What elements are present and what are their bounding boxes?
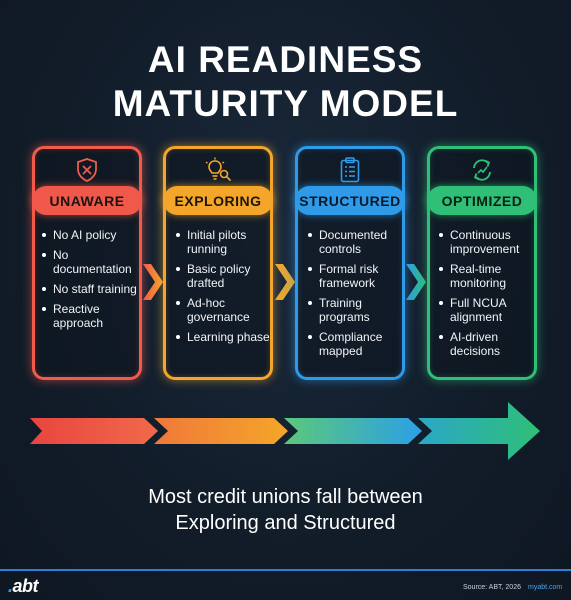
stage-label-text: UNAWARE <box>49 192 125 209</box>
list-item: Initial pilots running <box>174 228 272 256</box>
chevron-right-icon <box>143 264 163 300</box>
source-text: Source: ABT, 2026 <box>463 584 521 591</box>
stage-list-optimized: Continuous improvement Real-time monitor… <box>437 228 537 364</box>
arrow-segment-unaware <box>30 418 158 444</box>
abt-logo: .abt <box>8 576 39 596</box>
stage-label-unaware: UNAWARE <box>32 186 142 215</box>
list-item: Basic policy drafted <box>174 262 272 290</box>
caption-line-1: Most credit unions fall between <box>148 486 423 508</box>
stage-card-exploring <box>163 146 273 380</box>
stage-card-structured <box>295 146 405 380</box>
clipboard-checklist-icon <box>340 157 360 183</box>
list-item: Real-time monitoring <box>437 262 537 290</box>
site-link[interactable]: myabt.com <box>528 584 563 591</box>
list-item: No documentation <box>40 248 140 276</box>
list-item: Formal risk framework <box>306 262 404 290</box>
arrow-segment-optimized <box>418 402 540 460</box>
caption-line-2: Exploring and Structured <box>175 512 396 534</box>
title-line-1: AI READINESS <box>147 39 424 80</box>
progress-arrow <box>30 402 540 460</box>
list-item: Ad-hoc governance <box>174 296 272 324</box>
lightbulb-magnifier-icon <box>205 157 231 181</box>
stage-card-optimized <box>427 146 537 380</box>
list-item: AI-driven decisions <box>437 330 537 358</box>
stage-list-structured: Documented controls Formal risk framewor… <box>306 228 404 364</box>
stage-card-unaware <box>32 146 142 380</box>
shield-x-icon <box>77 158 97 182</box>
stage-label-structured: STRUCTURED <box>295 186 405 215</box>
list-item: Reactive approach <box>40 302 140 330</box>
list-item: Compliance mapped <box>306 330 404 358</box>
list-item: Documented controls <box>306 228 404 256</box>
stage-label-text: STRUCTURED <box>299 192 401 209</box>
list-item: Learning phase <box>174 330 272 344</box>
chevron-right-icon <box>275 264 295 300</box>
logo-text: abt <box>12 576 39 596</box>
stage-label-text: OPTIMIZED <box>441 192 523 209</box>
stage-list-unaware: No AI policy No documentation No staff t… <box>40 228 140 336</box>
cycle-arrows-icon <box>473 159 491 181</box>
list-item: Full NCUA alignment <box>437 296 537 324</box>
list-item: No AI policy <box>40 228 140 242</box>
list-item: Continuous improvement <box>437 228 537 256</box>
page-title: AI READINESS MATURITY MODEL <box>0 38 571 126</box>
stage-label-exploring: EXPLORING <box>163 186 273 215</box>
stage-list-exploring: Initial pilots running Basic policy draf… <box>174 228 272 350</box>
list-item: Training programs <box>306 296 404 324</box>
arrow-segment-exploring <box>154 418 288 444</box>
title-line-2: MATURITY MODEL <box>112 83 459 124</box>
footer-divider <box>0 569 571 571</box>
caption: Most credit unions fall between Explorin… <box>0 484 571 536</box>
stage-label-text: EXPLORING <box>174 192 262 209</box>
list-item: No staff training <box>40 282 140 296</box>
arrow-segment-structured <box>284 418 422 444</box>
stage-label-optimized: OPTIMIZED <box>427 186 537 215</box>
chevron-right-icon <box>406 264 426 300</box>
